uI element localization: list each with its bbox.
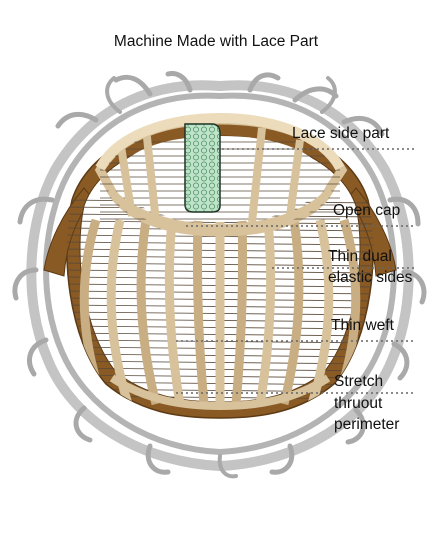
left-elastic-side (43, 187, 93, 277)
cap-strip (164, 219, 185, 405)
cap-strip (279, 219, 304, 406)
crown-strip (286, 139, 304, 217)
label-open-cap: Open cap (333, 202, 401, 219)
cap-strip (255, 219, 276, 405)
label-stretch-line1: Stretch (334, 373, 384, 390)
cap-strip (231, 219, 248, 405)
label-stretch-line3: perimeter (334, 416, 400, 433)
leader-lines (176, 148, 415, 394)
diagram-title: Machine Made with Lace Part (113, 33, 319, 50)
lace-side-part (184, 123, 221, 213)
label-stretch-line2: thruout (334, 395, 383, 412)
label-thin-weft: Thin weft (331, 317, 394, 334)
hair-outline (12, 71, 427, 479)
crown-strip (248, 127, 266, 223)
label-thin-dual-line2: elastic sides (328, 269, 413, 286)
label-lace-side-part: Lace side part (292, 125, 390, 142)
label-thin-dual-line1: Thin dual (328, 248, 392, 265)
cap-strip (192, 219, 209, 405)
cap-strip (136, 219, 161, 406)
crown-strip (142, 127, 160, 223)
